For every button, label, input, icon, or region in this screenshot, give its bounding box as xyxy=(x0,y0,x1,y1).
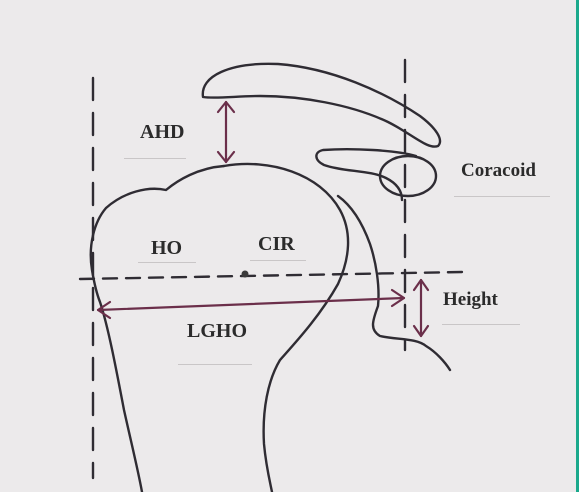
ahd-label: AHD xyxy=(140,122,184,142)
ho-label: HO xyxy=(151,238,182,258)
height-label: Height xyxy=(443,290,498,309)
underline-smudge xyxy=(454,196,550,197)
underline-smudge xyxy=(178,364,252,365)
coracoid-label: Coracoid xyxy=(461,161,536,180)
lgho-arrow-line xyxy=(98,298,404,310)
coracoid-ellipse xyxy=(380,156,436,196)
underline-smudge xyxy=(124,158,186,159)
cir-center-point xyxy=(242,271,249,278)
underline-smudge xyxy=(138,262,196,263)
teal-frame-edge xyxy=(576,0,584,492)
underline-smudge xyxy=(250,260,306,261)
underline-smudge xyxy=(442,324,520,325)
scapula-neck-outline xyxy=(338,196,450,370)
lgho-label: LGHO xyxy=(187,321,247,341)
cir-label: CIR xyxy=(258,234,295,254)
